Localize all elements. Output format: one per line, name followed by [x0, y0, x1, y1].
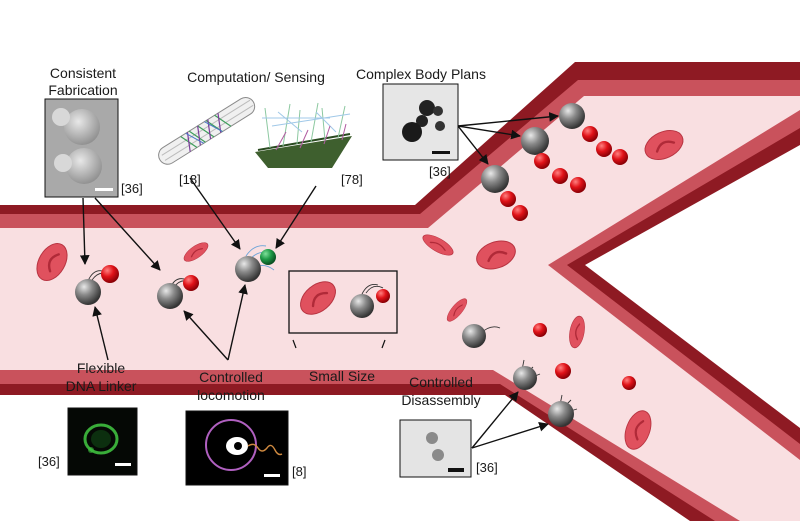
microrobot — [350, 283, 390, 318]
label-consistent-fabrication-line2: Fabrication — [48, 82, 117, 98]
references: [36] [18] [78] [36] [36] [8] [36] — [38, 164, 498, 479]
red-particle — [500, 191, 516, 207]
grey-particle — [559, 103, 585, 129]
red-particle — [512, 205, 528, 221]
ref-body-plans: [36] — [429, 164, 451, 179]
ref-locomotion: [8] — [292, 464, 306, 479]
locomotion-trajectory-image — [185, 410, 289, 486]
vessel-lumen — [0, 96, 800, 521]
label-controlled-disassembly-line1: Controlled — [409, 374, 473, 390]
red-particle — [612, 149, 628, 165]
arrow — [275, 185, 317, 249]
arrow — [457, 125, 521, 140]
dna-linker-micrograph — [67, 407, 138, 476]
ref-disassembly: [36] — [476, 460, 498, 475]
label-small-size: Small Size — [309, 368, 375, 384]
arrow — [189, 177, 241, 250]
ref-dna-linker: [36] — [38, 454, 60, 469]
red-particle — [552, 168, 568, 184]
dna-sensing-surface — [255, 102, 352, 168]
dna-origami-tube — [158, 96, 256, 165]
label-consistent-fabrication-line1: Consistent — [50, 65, 116, 81]
ref-fabrication: [36] — [121, 181, 143, 196]
label-controlled-locomotion-line2: locomotion — [197, 387, 265, 403]
label-complex-body-plans: Complex Body Plans — [356, 66, 486, 82]
red-particle — [596, 141, 612, 157]
microrobot-locomotion — [157, 275, 199, 309]
annotation-arrows — [79, 112, 559, 449]
label-controlled-disassembly-line2: Disassembly — [401, 392, 480, 408]
scale-tick — [292, 339, 386, 349]
arrow — [227, 284, 248, 361]
ref-computation-right: [78] — [341, 172, 363, 187]
grey-particle — [481, 165, 509, 193]
label-flexible-dna-linker-line1: Flexible — [77, 360, 125, 376]
arrow — [471, 421, 549, 449]
label-computation-sensing: Computation/ Sensing — [187, 69, 325, 85]
fabrication-micrograph — [44, 98, 119, 198]
microrobot-sensing — [235, 245, 276, 282]
label-controlled-locomotion-line1: Controlled — [199, 369, 263, 385]
arrow — [79, 197, 90, 265]
red-particle — [570, 177, 586, 193]
ref-computation-left: [18] — [179, 172, 201, 187]
red-particle — [534, 153, 550, 169]
microrobot-dna-linker — [75, 265, 119, 305]
arrow — [457, 125, 489, 165]
arrow — [94, 197, 161, 271]
arrow — [183, 310, 229, 361]
body-plan-chains — [481, 103, 628, 221]
arrow — [471, 391, 519, 449]
arrow — [457, 112, 559, 127]
label-flexible-dna-linker-line2: DNA Linker — [66, 378, 137, 394]
grey-particle — [521, 127, 549, 155]
disassembly-particles — [462, 323, 636, 427]
labels: Consistent Fabrication Computation/ Sens… — [48, 65, 486, 408]
arrow — [92, 306, 109, 361]
red-particle — [582, 126, 598, 142]
body-plan-micrograph — [382, 83, 459, 161]
blood-vessel — [0, 62, 800, 521]
disassembly-micrograph — [399, 419, 472, 478]
small-size-box — [288, 270, 398, 349]
